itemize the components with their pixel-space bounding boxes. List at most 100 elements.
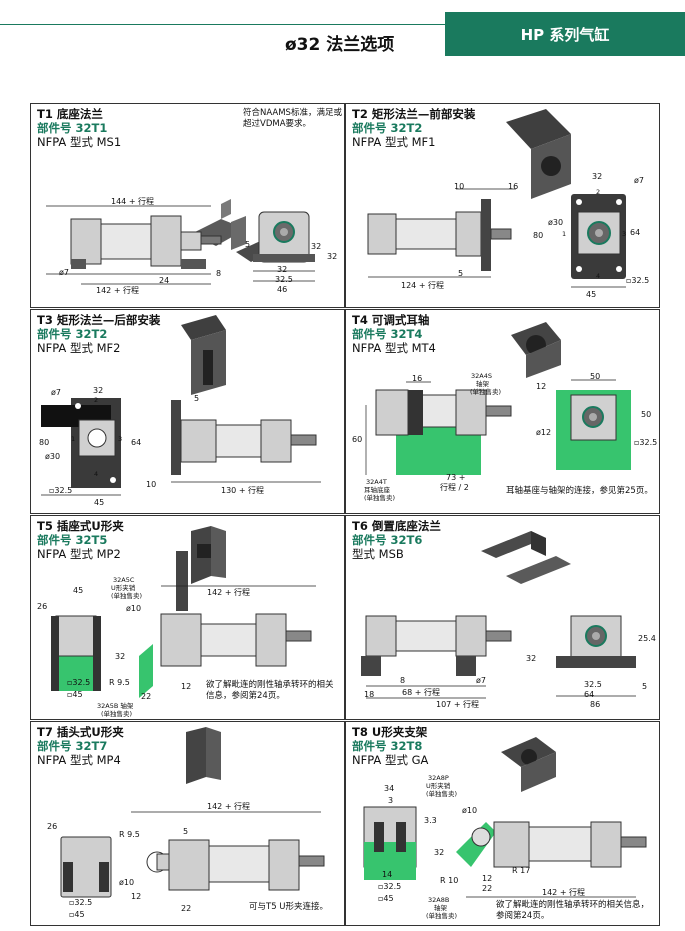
t5-dim-32: 32 (115, 652, 126, 661)
t8-dim-square-b: ▫45 (378, 894, 394, 903)
t7-dim-length: 142 + 行程 (207, 802, 251, 811)
t8-label-b2: 轴架 (434, 904, 447, 912)
t6-dim-86: 86 (590, 700, 601, 709)
t4-label-b: 32A4T (366, 478, 387, 486)
t2-port-2: 2 (596, 188, 601, 196)
panel-t2: T2 矩形法兰—前部安装 部件号 32T2 NFPA 型式 MF1 10 16 … (345, 103, 660, 308)
t8-bracket-image (501, 737, 556, 792)
t5-label-a3: (单独售卖) (111, 592, 143, 600)
t4-part-number: 部件号 32T4 (352, 327, 423, 341)
t8-title: T8 U形夹支架 (352, 725, 428, 739)
t7-dim-22: 22 (181, 904, 192, 913)
t5-dim-22: 22 (141, 692, 152, 701)
t3-port-1: 1 (71, 435, 76, 443)
t6-drawing (361, 531, 636, 699)
t6-dim-overall: 107 + 行程 (436, 700, 480, 709)
t8-dim-12: 12 (482, 874, 493, 883)
t3-dim-square: ▫32.5 (49, 486, 73, 495)
t3-dim-64: 64 (131, 438, 142, 447)
t4-title: T4 可调式耳轴 (352, 313, 430, 327)
panel-t4: T4 可调式耳轴 部件号 32T4 NFPA 型式 MT4 32A4S 轴架 (… (345, 309, 660, 514)
t2-dim-64: 64 (630, 228, 641, 237)
t5-label-a: 32A5C (113, 576, 135, 584)
t5-dim-square-a: ▫32.5 (67, 678, 91, 687)
t5-title: T5 插座式U形夹 (37, 519, 124, 533)
t4-dim-square: ▫32.5 (634, 438, 658, 447)
t8-dim-pin: ø10 (462, 806, 478, 815)
header-rule (0, 24, 450, 25)
t1-dim-32a: 32 (311, 242, 322, 251)
t2-cylinder-side (367, 188, 516, 278)
t8-dim-r10: R 10 (440, 876, 459, 885)
panel-t8: T8 U形夹支架 部件号 32T8 NFPA 型式 GA 32A8P U形夹销 … (345, 721, 660, 926)
t6-title: T6 倒置底座法兰 (352, 519, 441, 533)
t7-dim-radius: R 9.5 (119, 830, 140, 839)
t7-part-number: 部件号 32T7 (37, 739, 108, 753)
t1-dim-32b: 32 (327, 252, 338, 261)
t4-dim-60: 60 (352, 435, 363, 444)
t8-dim-3: 3 (388, 796, 394, 805)
t8-nfpa: NFPA 型式 GA (352, 753, 429, 767)
t7-drawing (60, 727, 325, 898)
t3-port-3: 3 (118, 435, 123, 443)
t4-dim-16: 16 (412, 374, 423, 383)
t2-dim-hole: ø7 (634, 176, 644, 185)
t3-dim-32: 32 (93, 386, 104, 395)
t3-port-4: 4 (94, 470, 99, 478)
t4-drawing (365, 322, 631, 475)
t2-drawing (367, 109, 626, 288)
panel-t7: T7 插头式U形夹 部件号 32T7 NFPA 型式 MP4 可与T5 U形夹连… (30, 721, 345, 926)
t1-dim-length: 144 + 行程 (111, 197, 155, 206)
t8-end-view (363, 806, 417, 880)
t4-dim-50a: 50 (590, 372, 601, 381)
t2-nfpa: NFPA 型式 MF1 (352, 135, 436, 149)
t1-drawing (46, 199, 315, 285)
t7-dim-12: 12 (131, 892, 142, 901)
t5-dim-pin: ø10 (126, 604, 142, 613)
t7-dim-square-a: ▫32.5 (69, 898, 93, 907)
t3-dim-10: 10 (146, 480, 157, 489)
t7-end-view (60, 836, 112, 898)
t6-dim-32-5: 32.5 (584, 680, 602, 689)
t4-cylinder-side (365, 381, 512, 475)
t2-title: T2 矩形法兰—前部安装 (352, 107, 476, 121)
t6-bracket-image (481, 531, 571, 584)
t7-dim-square-b: ▫45 (69, 910, 85, 919)
t8-dim-34: 34 (384, 784, 395, 793)
t2-dim-16: 16 (508, 182, 519, 191)
t2-dim-bore: ø30 (548, 218, 564, 227)
t4-dim-73: 73 + (446, 473, 466, 482)
t1-dim-8: 8 (216, 269, 222, 278)
t5-part-number: 部件号 32T5 (37, 533, 108, 547)
t3-nfpa: NFPA 型式 MF2 (37, 341, 121, 355)
t3-plate-image (181, 315, 226, 395)
panel-t6: T6 倒置底座法兰 部件号 32T6 型式 MSB 8 68 + 行程 18 1… (345, 515, 660, 720)
t7-clevis-image (186, 727, 221, 784)
t1-cylinder-side (46, 205, 222, 285)
page-title: ø32 法兰选项 (285, 35, 395, 55)
t8-drawing (363, 737, 647, 898)
t8-dim-3-3: 3.3 (424, 816, 437, 825)
t1-dim-5: 5 (245, 240, 251, 249)
t1-dim-32c: 32 (277, 265, 288, 274)
t2-port-3: 3 (622, 230, 627, 238)
t1-title: T1 底座法兰 (37, 107, 103, 121)
t3-title: T3 矩形法兰—后部安装 (37, 313, 161, 327)
t8-dim-14: 14 (382, 870, 393, 879)
t1-dim-24: 24 (159, 276, 170, 285)
t8-label-a3: (单独售卖) (426, 790, 458, 798)
t2-end-view (571, 194, 626, 288)
t5-drawing (51, 526, 316, 698)
t3-dim-45: 45 (94, 498, 105, 507)
t3-dim-5: 5 (194, 394, 200, 403)
t4-label-a: 32A4S (471, 372, 492, 380)
t2-plate-image (506, 109, 571, 199)
t2-dim-80: 80 (533, 231, 544, 240)
t5-dim-radius: R 9.5 (109, 678, 130, 687)
t2-dim-length: 124 + 行程 (401, 281, 445, 290)
t6-dim-5: 5 (642, 682, 648, 691)
t2-dim-10: 10 (454, 182, 465, 191)
t3-cylinder-side (171, 400, 321, 483)
t6-nfpa: 型式 MSB (352, 547, 404, 561)
t3-dim-bore: ø30 (45, 452, 61, 461)
